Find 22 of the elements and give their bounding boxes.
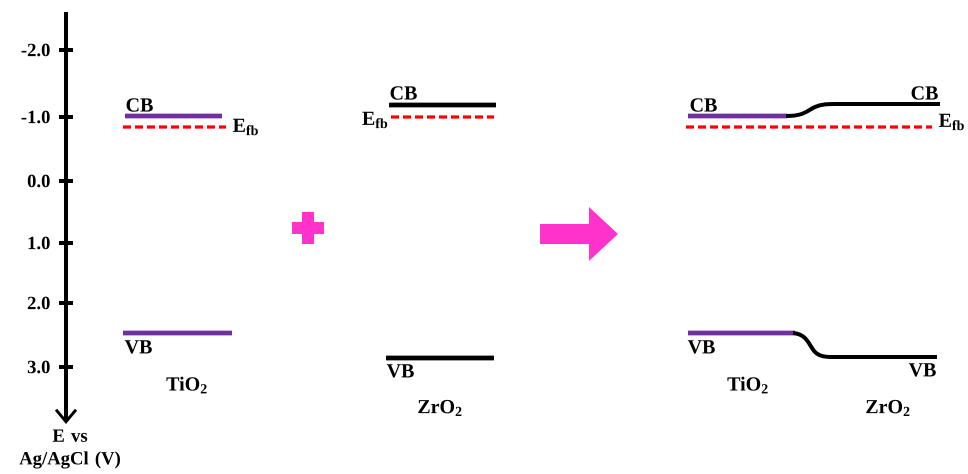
band-label: VB [124, 340, 152, 354]
band-label: CB [690, 98, 717, 112]
band-label: VB [688, 340, 715, 354]
potential-label: E$_{fb}$ [938, 114, 964, 130]
material-label: ZrO$_{2}$ [866, 400, 910, 416]
material-label: ZrO$_{2}$ [418, 400, 462, 416]
tick-label: -2.0 [22, 44, 50, 56]
band-label: CB [912, 86, 938, 100]
potential-label: E$_{fb}$ [232, 118, 258, 136]
material-label: TiO$_{2}$ [727, 376, 768, 394]
material-label: TiO$_{2}$ [166, 376, 207, 394]
tick-label: 3.0 [28, 360, 50, 374]
tick-label: -1.0 [22, 110, 50, 124]
band-label: VB [386, 364, 414, 378]
tick-label: 2.0 [28, 296, 50, 310]
tick-label: 0.0 [28, 174, 50, 188]
tick-label: 1.0 [28, 236, 50, 250]
band-label: VB [908, 363, 936, 377]
band-label: CB [390, 86, 417, 100]
band-label: CB [126, 98, 153, 112]
axis-label: E vs Ag/AgCl (V) [19, 429, 120, 468]
potential-label: E$_{fb}$ [362, 112, 388, 128]
